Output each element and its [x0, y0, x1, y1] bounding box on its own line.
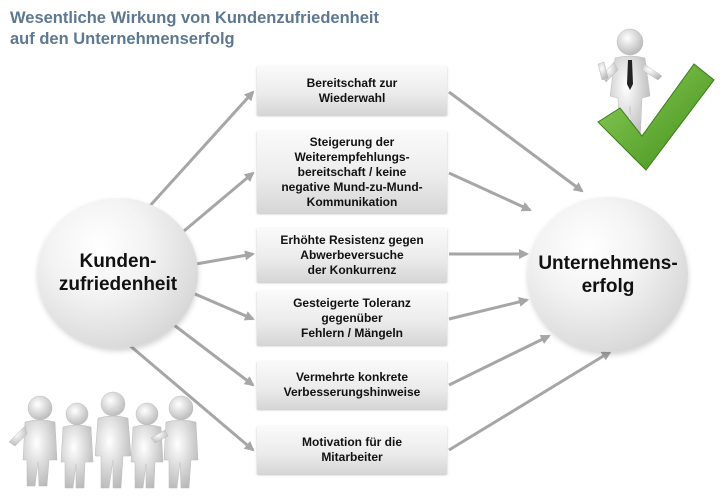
arrow-left-box4: [194, 292, 255, 321]
arrow-left-box1: [146, 90, 255, 210]
page-title: Wesentliche Wirkung von Kundenzufriedenh…: [10, 9, 379, 48]
arrow-box6-right: [448, 350, 612, 452]
arrow-box4-right: [448, 297, 529, 321]
effect-box-6: Motivation für die Mitarbeiter: [257, 426, 447, 474]
effect-box-2: Steigerung der Weiterempfehlungs- bereit…: [257, 131, 447, 213]
arrow-left-box3: [195, 250, 255, 266]
arrow-left-box5: [169, 320, 255, 387]
effect-box-3: Erhöhte Resistenz gegen Abwerbeversuche …: [257, 228, 447, 282]
arrow-left-box2: [177, 171, 255, 238]
arrow-box5-right: [448, 334, 551, 387]
node-unternehmenserfolg: Unternehmens- erfolg: [528, 197, 688, 352]
group-of-people-icon: [8, 391, 199, 489]
arrow-box1-right: [448, 90, 584, 193]
arrow-left-box6: [127, 342, 255, 452]
effect-box-1: Bereitschaft zur Wiederwahl: [257, 66, 447, 115]
effect-box-5: Vermehrte konkrete Verbesserungshinweise: [257, 361, 447, 409]
effect-box-4: Gesteigerte Toleranz gegenüber Fehlern /…: [257, 291, 447, 345]
arrow-box2-right: [448, 171, 532, 212]
figure-with-checkmark-icon: [597, 28, 715, 171]
node-kundenzufriedenheit: Kunden- zufriedenheit: [38, 198, 198, 348]
